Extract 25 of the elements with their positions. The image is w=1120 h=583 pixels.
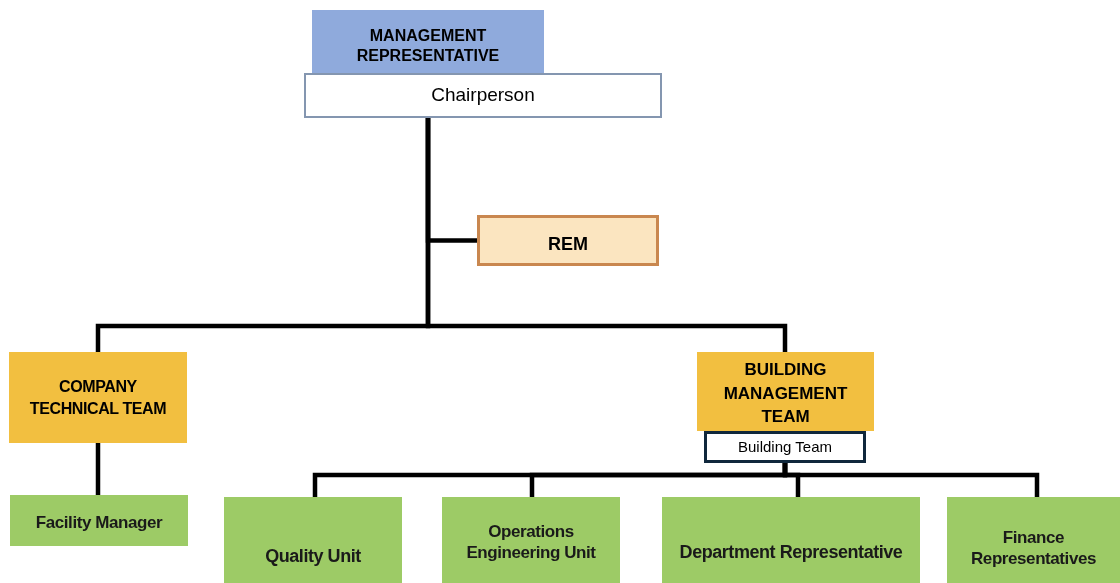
box-label: Building Team: [737, 436, 833, 457]
unit-box: [662, 497, 920, 583]
box-label: BUILDING MANAGEMENT TEAM: [722, 358, 849, 429]
unit-box: [10, 495, 188, 546]
unit-box: [224, 497, 402, 583]
process-box: [477, 215, 659, 266]
unit-box: [947, 497, 1120, 583]
connector-line: [782, 463, 1040, 497]
box-label: Quality Unit: [264, 544, 362, 568]
box-label: COMPANY TECHNICAL TEAM: [28, 376, 168, 419]
team-box: [697, 352, 874, 431]
unit-box: [442, 497, 620, 583]
box-label: Facility Manager: [34, 511, 164, 534]
role-box: [304, 73, 662, 118]
title-box: [312, 10, 544, 73]
role-box: [704, 431, 866, 463]
connector-line: [425, 118, 788, 352]
box-label: Operations Engineering Unit: [465, 520, 597, 564]
connector-line: [95, 443, 101, 495]
team-box: [9, 352, 187, 443]
box-label: Department Representative: [678, 540, 904, 564]
box-label: REM: [547, 233, 589, 256]
box-label: Finance Representatives: [970, 526, 1097, 570]
box-label: MANAGEMENT REPRESENTATIVE: [355, 25, 501, 66]
box-label: Chairperson: [430, 83, 536, 108]
